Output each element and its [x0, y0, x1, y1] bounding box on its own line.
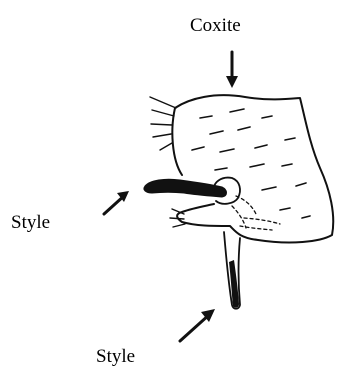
coxite-setae	[150, 97, 185, 227]
arrow-to-coxite	[226, 52, 238, 88]
arrow-to-style-left	[104, 191, 129, 214]
arrow-to-style-bottom	[180, 309, 215, 341]
coxite-texture	[192, 109, 310, 218]
coxite-outline	[172, 95, 333, 242]
label-coxite: Coxite	[190, 16, 241, 35]
label-style-bottom: Style	[96, 347, 135, 366]
internal-dashed-lines	[232, 196, 280, 230]
label-style-left: Style	[11, 213, 50, 232]
